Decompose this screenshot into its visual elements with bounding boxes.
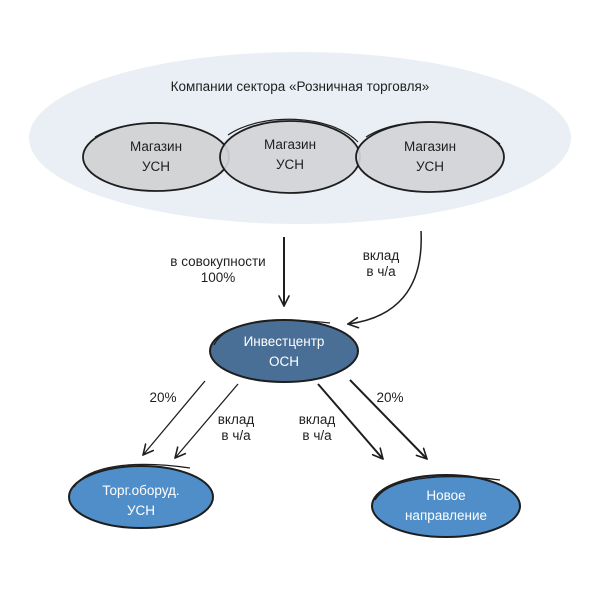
- store-3-name: Магазин: [403, 139, 457, 154]
- store-1-label: Магазин УСН: [130, 137, 182, 177]
- store-2-name: Магазин: [263, 137, 317, 152]
- store-1-name: Магазин: [129, 139, 183, 154]
- store-3-tax: УСН: [415, 159, 445, 174]
- new-direction-node: [371, 474, 521, 538]
- new-direction-line2: направление: [404, 508, 488, 523]
- store-2-tax: УСН: [275, 157, 305, 172]
- store-3-label: Магазин УСН: [404, 137, 456, 177]
- arrow-invest-to-trade: [143, 380, 206, 455]
- store-1-tax: УСН: [141, 159, 171, 174]
- store-node-1: [82, 122, 230, 192]
- edge-contribution-left-line1: вклад: [217, 412, 255, 427]
- edge-contribution-right-line1: вклад: [298, 412, 336, 427]
- edge-label-contribution-top: вклад в ч/а: [363, 248, 400, 280]
- edge-label-contribution-left: вклад в ч/а: [218, 412, 255, 444]
- edge-aggregate-line1: в совокупности: [170, 254, 266, 269]
- edge-aggregate-line2: 100%: [200, 270, 236, 285]
- invest-center-label: Инвестцентр ОСН: [244, 332, 325, 372]
- invest-center-name: Инвестцентр: [243, 334, 325, 349]
- edge-label-contribution-right: вклад в ч/а: [299, 412, 336, 444]
- invest-center-node: [209, 319, 359, 383]
- trade-equipment-name: Торг.оборуд.: [102, 483, 180, 498]
- group-title: Компании сектора «Розничная торговля»: [170, 79, 430, 94]
- edge-contribution-top-line2: в ч/а: [366, 264, 396, 279]
- edge-contribution-right-line2: в ч/а: [302, 428, 332, 443]
- edge-contribution-left-line2: в ч/а: [221, 428, 251, 443]
- arrow-invest-to-new: [349, 379, 427, 459]
- edge-label-pct-right: 20%: [376, 390, 404, 405]
- arrow-trade-contribution: [175, 383, 239, 458]
- edge-label-aggregate: в совокупности 100%: [170, 254, 265, 286]
- new-direction-label: Новое направление: [405, 486, 487, 526]
- store-node-3: [355, 121, 505, 193]
- arrow-invest-contribution-right: [317, 383, 383, 459]
- edge-label-pct-left: 20%: [149, 390, 177, 405]
- trade-equipment-label: Торг.оборуд. УСН: [102, 481, 179, 521]
- trade-equipment-tax: УСН: [126, 503, 156, 518]
- new-direction-line1: Новое: [426, 488, 466, 503]
- invest-center-tax: ОСН: [268, 354, 299, 369]
- trade-equipment-node: [68, 463, 214, 529]
- arrow-contribution-to-invest: [348, 230, 422, 324]
- store-2-label: Магазин УСН: [264, 135, 316, 175]
- edge-contribution-top-line1: вклад: [362, 248, 400, 263]
